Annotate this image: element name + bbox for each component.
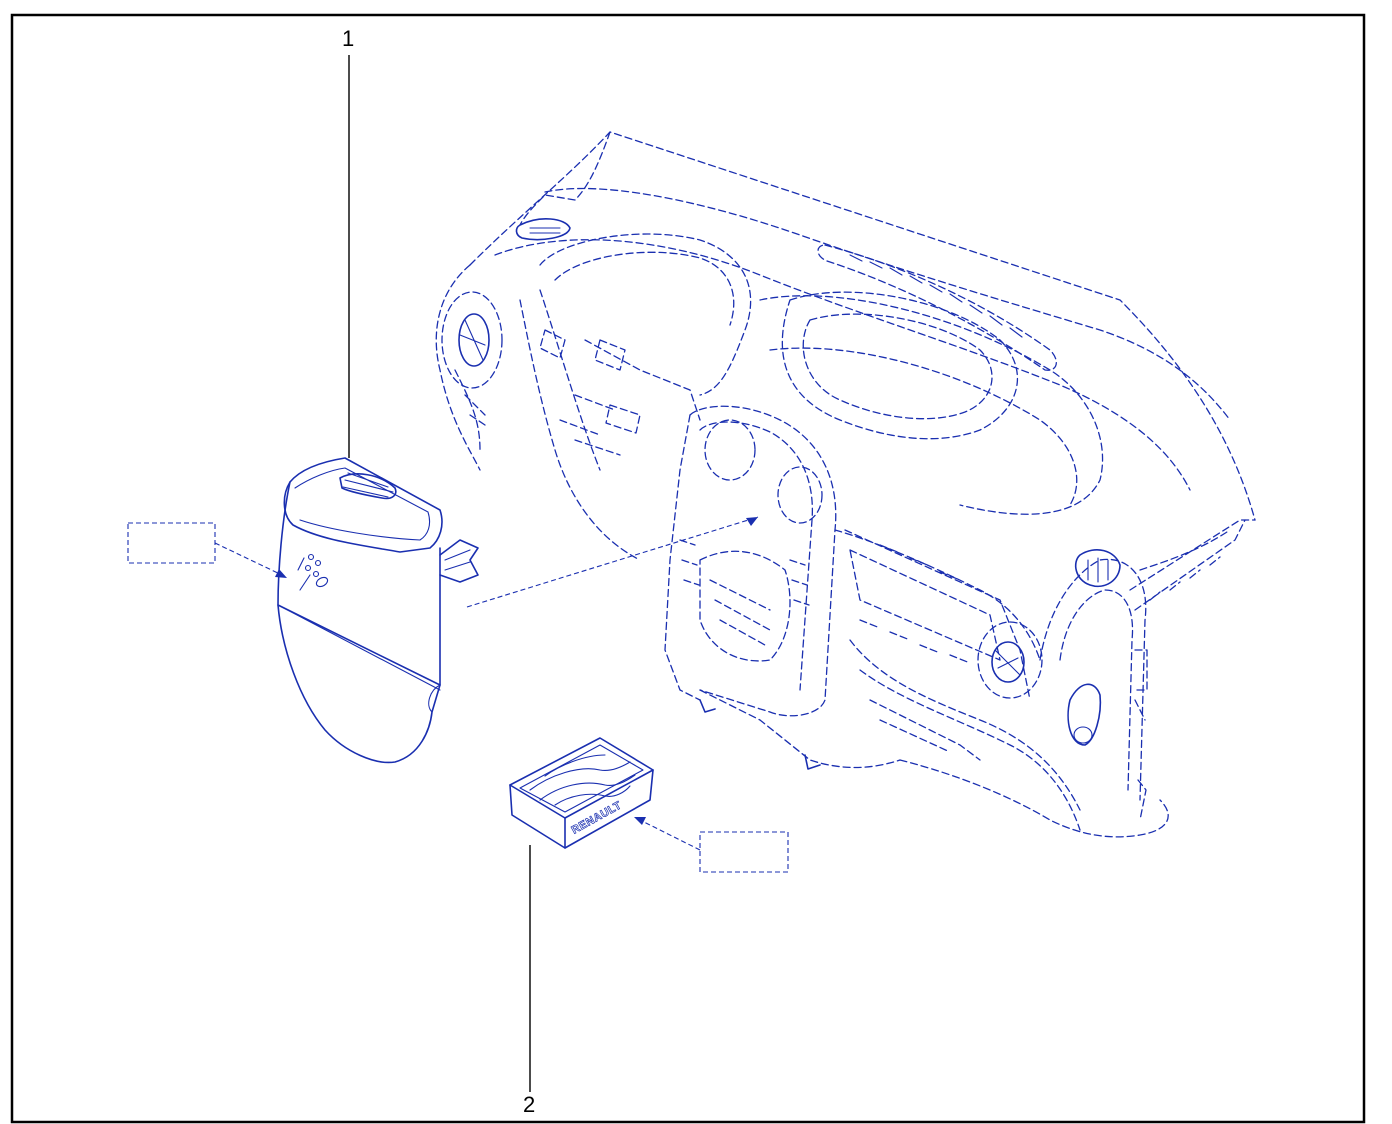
callout-1: 1 — [342, 26, 354, 458]
diagram-frame — [10, 13, 1366, 1124]
reference-box-2 — [699, 831, 789, 873]
part-1-ashtray[interactable] — [127, 457, 479, 764]
dashboard-assembly — [435, 131, 1256, 838]
reference-box-1 — [127, 522, 216, 564]
callout-2: 2 — [523, 845, 535, 1117]
callout-number-1: 1 — [342, 26, 354, 51]
part-2-tray[interactable]: RENAULT — [509, 737, 789, 873]
callout-number-2: 2 — [523, 1092, 535, 1117]
